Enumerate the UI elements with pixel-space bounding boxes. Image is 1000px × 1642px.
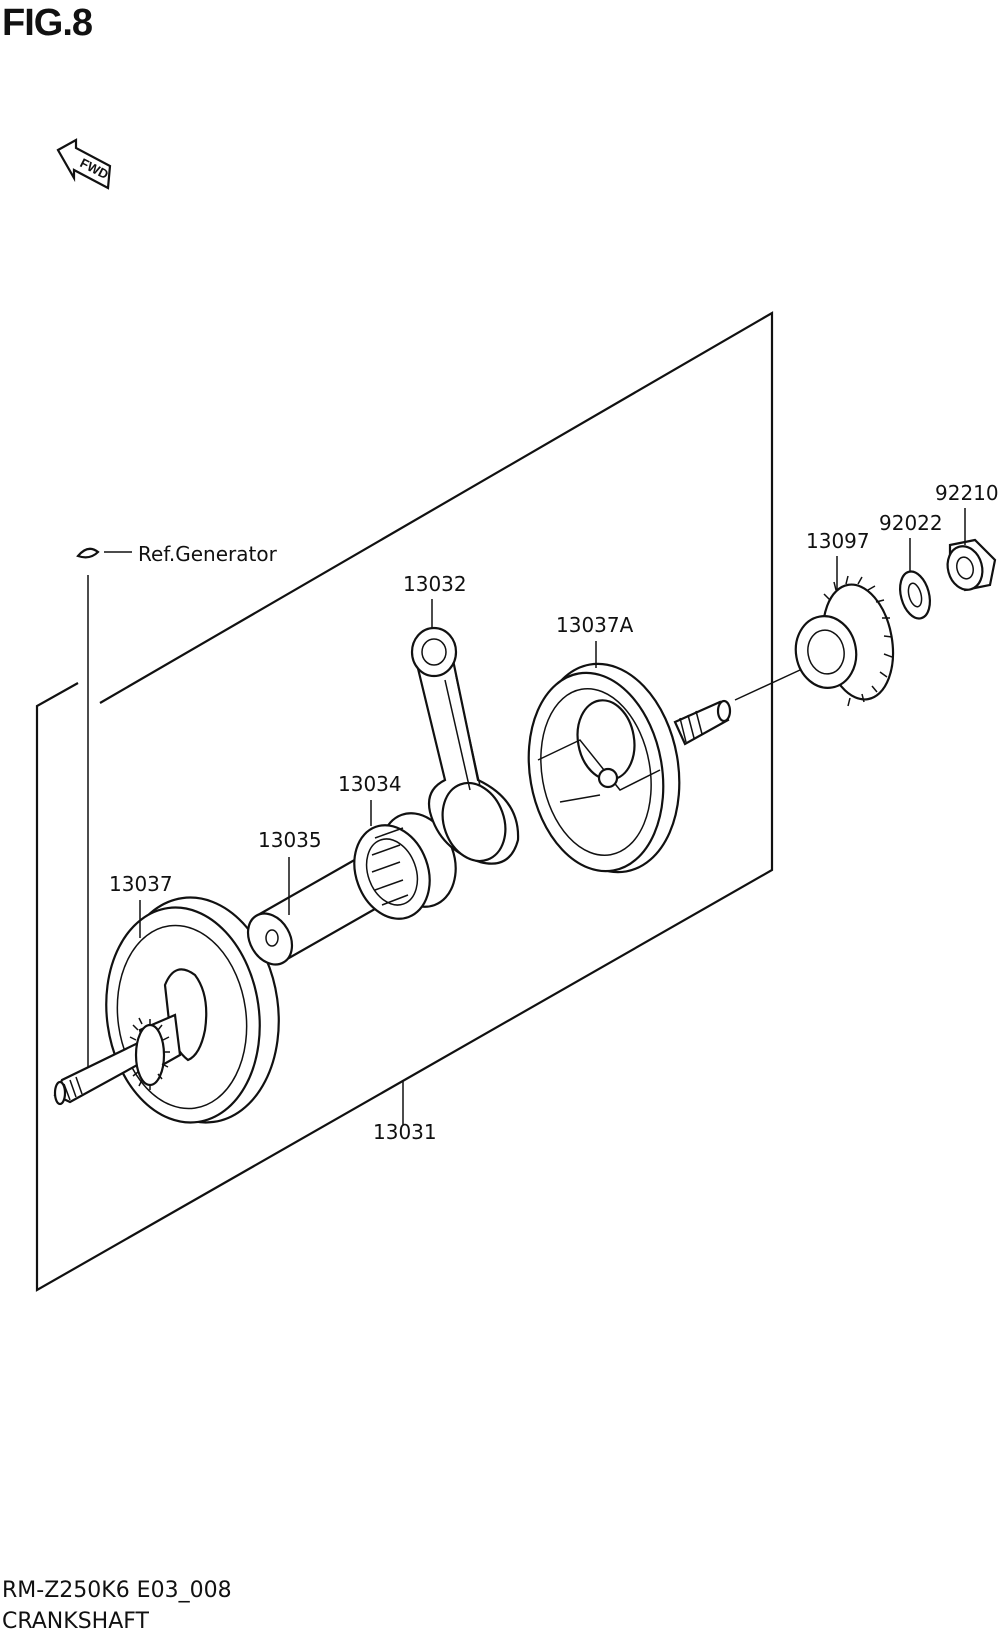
assembly-axis-line (734, 669, 801, 701)
woodruff-key-part (76, 547, 132, 559)
callout-13037a: 13037A (556, 613, 634, 637)
callout-ref-generator: Ref.Generator (138, 542, 278, 566)
callout-13035: 13035 (258, 828, 322, 852)
connecting-rod-part (410, 626, 520, 865)
callout-92210: 92210 (935, 481, 999, 505)
figure-title: FIG.8 (2, 2, 93, 44)
callout-92022: 92022 (879, 511, 943, 535)
fwd-arrow-icon: FWD (56, 138, 112, 190)
model-code: RM-Z250K6 E03_008 (2, 1578, 232, 1603)
crank-wheel-right-part (527, 662, 732, 874)
crank-wheel-left-part (53, 896, 280, 1124)
assembly-boundary (35, 311, 774, 1292)
callout-13031: 13031 (373, 1120, 437, 1144)
callout-13034: 13034 (338, 772, 402, 796)
leader-lines (139, 508, 966, 1125)
needle-bearing-part (353, 812, 457, 920)
callout-13037: 13037 (109, 872, 173, 896)
washer-part (899, 570, 931, 620)
primary-drive-gear-part (794, 575, 895, 707)
nut-part (946, 538, 997, 592)
callout-13032: 13032 (403, 572, 467, 596)
callout-13097: 13097 (806, 529, 870, 553)
section-name: CRANKSHAFT (2, 1609, 149, 1634)
